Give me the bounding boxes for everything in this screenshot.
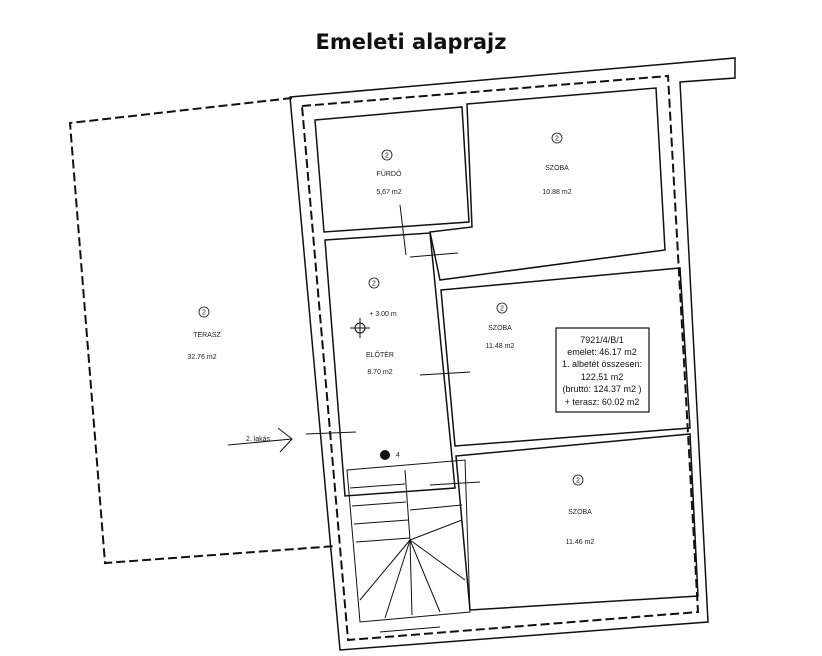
svg-text:11.48 m2: 11.48 m2	[486, 343, 515, 350]
svg-text:SZOBA: SZOBA	[488, 325, 512, 332]
svg-text:ELŐTÉR: ELŐTÉR	[366, 350, 394, 359]
entrance-arrow-icon	[227, 427, 293, 453]
svg-text:7921/4/B/1: 7921/4/B/1	[580, 335, 624, 345]
svg-text:2: 2	[576, 478, 580, 485]
room-label-szoba-middle: 2 SZOBA 11.48 m2	[486, 302, 515, 350]
svg-text:2: 2	[500, 306, 504, 313]
svg-text:10.88 m2: 10.88 m2	[542, 189, 571, 196]
svg-text:11.46 m2: 11.46 m2	[566, 539, 595, 546]
outer-wall-inner	[300, 74, 700, 642]
svg-text:emelet: 46.17 m2: emelet: 46.17 m2	[567, 347, 637, 357]
room-label-eloter: 2 + 3.00 m ELŐTÉR 8.70 m2	[366, 277, 397, 376]
svg-text:8.70 m2: 8.70 m2	[367, 369, 392, 376]
level-marker-icon	[350, 318, 370, 338]
svg-text:SZOBA: SZOBA	[568, 509, 592, 516]
svg-text:(bruttó: 124.37 m2 ): (bruttó: 124.37 m2 )	[562, 384, 641, 394]
unit-info-box: 7921/4/B/1 emelet: 46.17 m2 1. albetét ö…	[555, 327, 650, 413]
svg-text:2: 2	[202, 310, 206, 317]
terrace-outline	[68, 97, 337, 565]
room-furdo	[314, 106, 470, 233]
room-label-terasz: 2 TERASZ 32.76 m2	[187, 306, 222, 361]
svg-text:1. albetét összesen:: 1. albetét összesen:	[562, 359, 642, 369]
svg-text:TERASZ: TERASZ	[193, 332, 221, 339]
svg-text:2: 2	[372, 281, 376, 288]
room-szoba-middle	[440, 267, 691, 447]
svg-text:2: 2	[385, 153, 389, 160]
room-eloter	[324, 232, 456, 497]
svg-text:FÜRDŐ: FÜRDŐ	[377, 169, 402, 178]
svg-text:2: 2	[555, 136, 559, 143]
staircase	[346, 459, 471, 623]
svg-text:+ 3.00 m: + 3.00 m	[369, 311, 397, 318]
room-label-szoba-top: 2 SZOBA 10.88 m2	[542, 132, 572, 196]
point-marker-icon	[380, 450, 390, 460]
room-szoba-bottom	[455, 433, 699, 611]
page-title: Emeleti alaprajz	[315, 30, 507, 54]
svg-text:5,67 m2: 5,67 m2	[376, 189, 401, 196]
room-szoba-top	[429, 87, 666, 281]
point-label: 4	[396, 452, 400, 459]
svg-text:122,51 m2: 122,51 m2	[581, 372, 624, 382]
outer-wall-outer	[289, 57, 736, 651]
svg-text:SZOBA: SZOBA	[545, 165, 569, 172]
entrance-label: 2. lakás	[246, 436, 271, 443]
doors	[305, 204, 481, 633]
room-label-furdo: 2 FÜRDŐ 5,67 m2	[376, 149, 402, 196]
svg-text:32.76 m2: 32.76 m2	[187, 354, 216, 361]
room-label-szoba-bottom: 2 SZOBA 11.46 m2	[566, 474, 595, 546]
svg-text:+ terasz: 60.02 m2: + terasz: 60.02 m2	[565, 397, 640, 407]
